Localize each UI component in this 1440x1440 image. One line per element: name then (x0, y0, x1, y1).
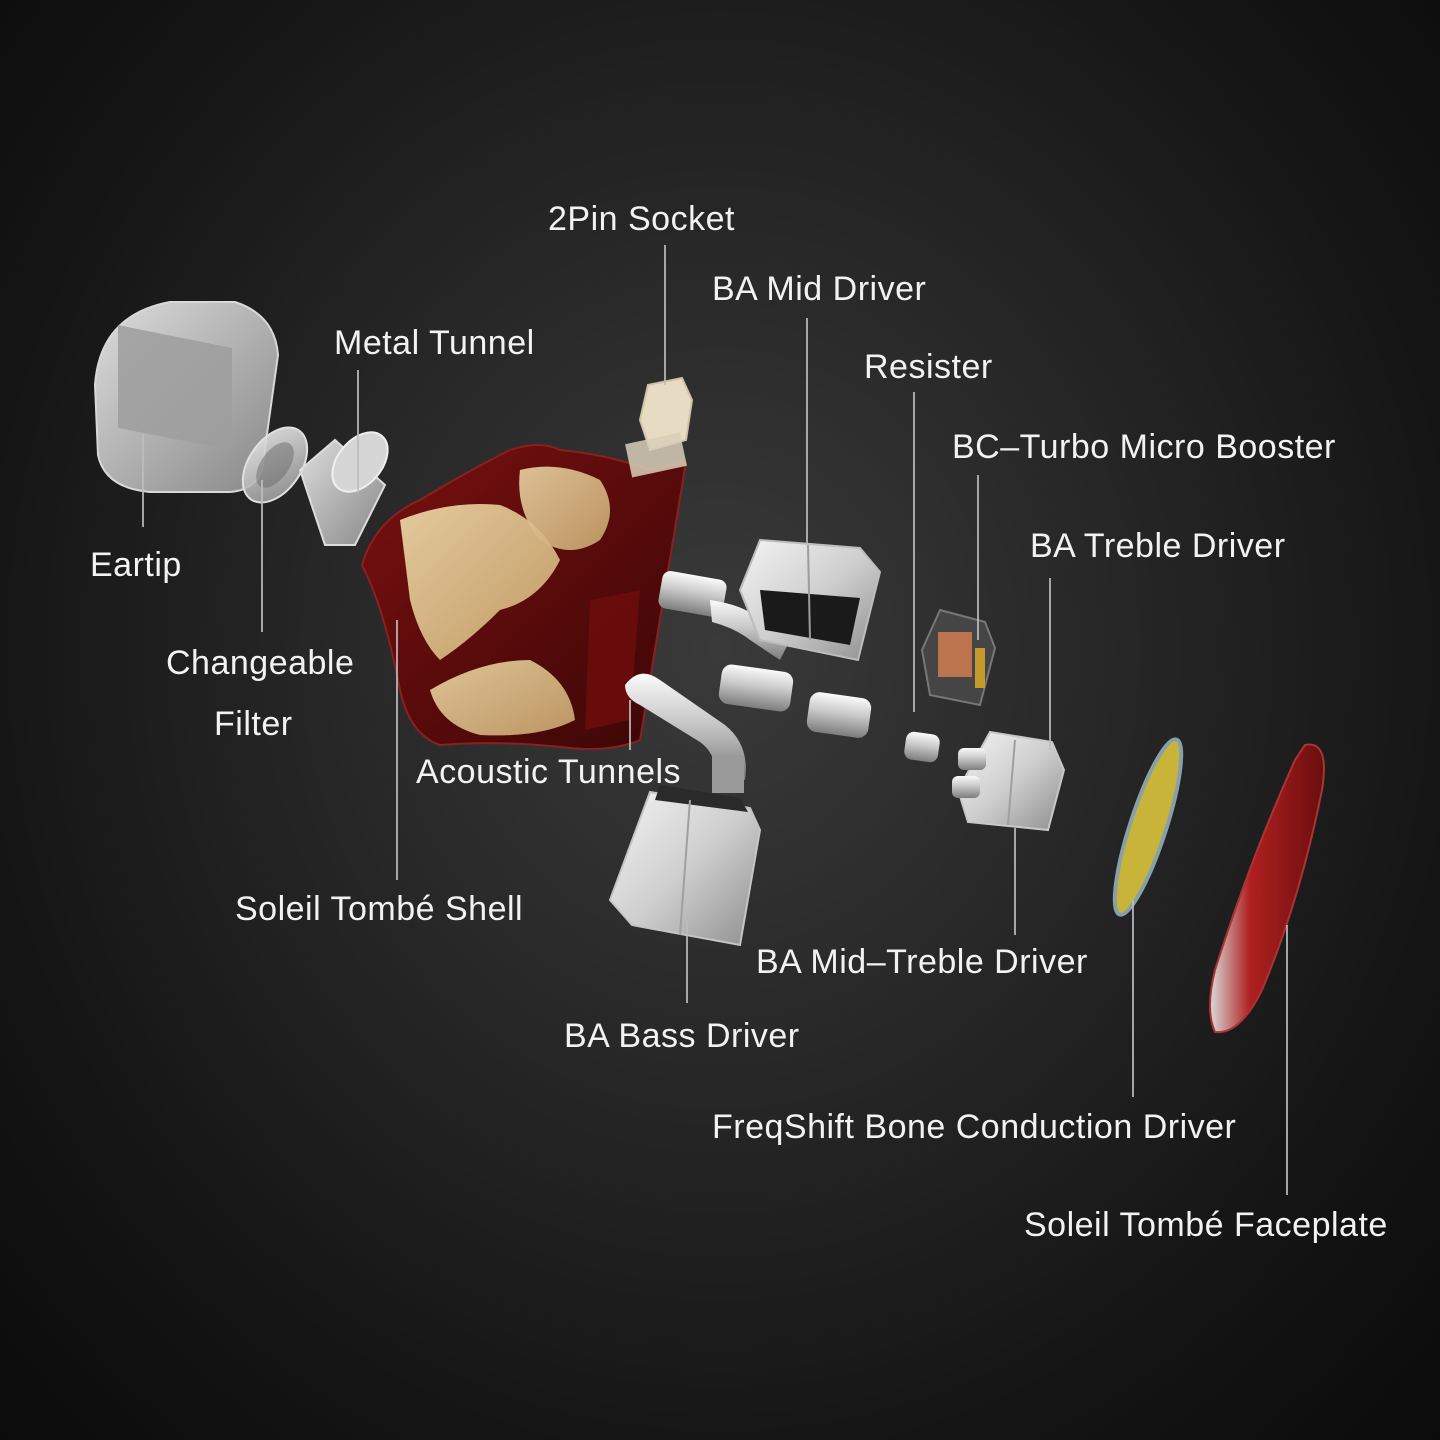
ba-bass-part (608, 785, 762, 947)
label-ba-treble-driver: BA Treble Driver (1030, 527, 1286, 565)
leader-lines (142, 245, 1288, 1195)
label-resister: Resister (864, 348, 993, 386)
label-changeable-filter-line2: Filter (214, 705, 293, 743)
shell-part (360, 444, 688, 750)
label-ba-mid-treble-driver: BA Mid–Treble Driver (756, 943, 1088, 981)
ba-mid-part (738, 538, 882, 662)
bass-tube-part (625, 673, 746, 793)
filter-part (241, 426, 309, 504)
upper-tube-part (658, 570, 790, 660)
label-ba-bass-driver: BA Bass Driver (564, 1017, 800, 1055)
label-metal-tunnel: Metal Tunnel (334, 324, 535, 362)
faceplate-part (1209, 743, 1325, 1034)
metal-tunnel-part (298, 431, 389, 546)
label-soleil-tombe-shell: Soleil Tombé Shell (235, 890, 524, 928)
label-eartip: Eartip (90, 546, 182, 584)
bone-conduction-part (1112, 737, 1184, 917)
ba-treble-part (952, 730, 1066, 832)
eartip-part (93, 301, 280, 493)
label-2pin-socket: 2Pin Socket (548, 200, 735, 238)
label-soleil-tombe-faceplate: Soleil Tombé Faceplate (1024, 1206, 1388, 1244)
middle-tubes-part (718, 664, 940, 763)
label-acoustic-tunnels: Acoustic Tunnels (416, 753, 682, 791)
booster-part (920, 608, 997, 707)
socket-part (625, 376, 694, 478)
label-ba-mid-driver: BA Mid Driver (712, 270, 927, 308)
label-changeable-filter-line1: Changeable (166, 644, 355, 682)
label-bc-turbo-micro-booster: BC–Turbo Micro Booster (952, 428, 1336, 466)
label-freqshift-bone-conduction-driver: FreqShift Bone Conduction Driver (712, 1108, 1237, 1146)
